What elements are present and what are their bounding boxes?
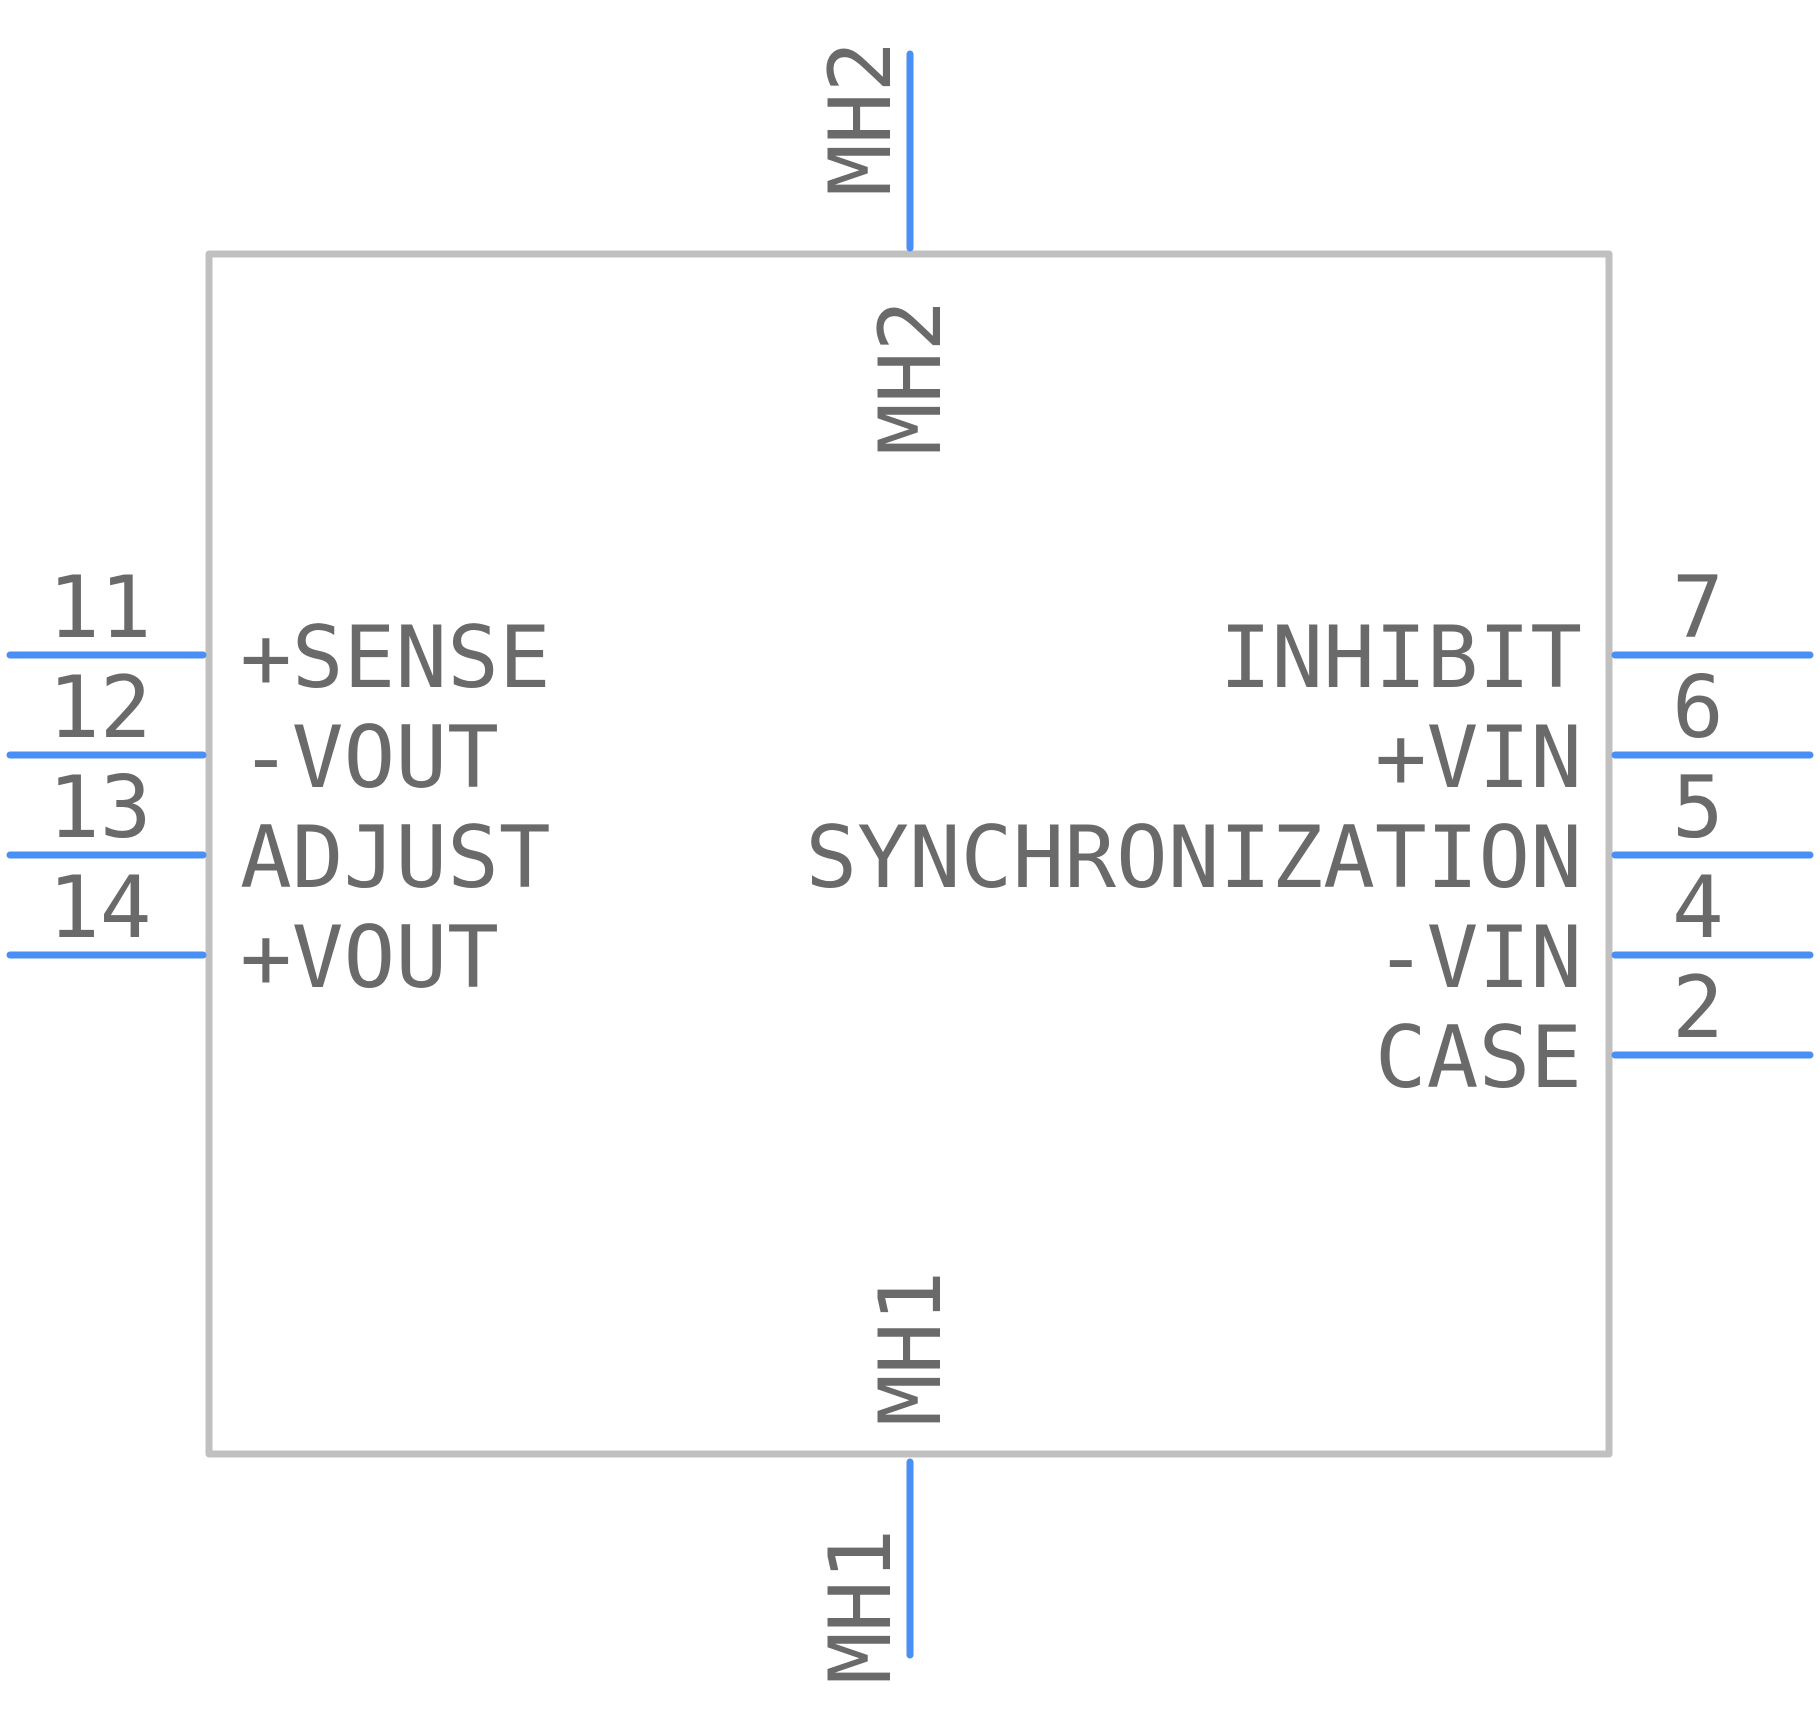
component-body (205, 250, 1613, 1458)
pin-name-inhibit: INHIBIT (1220, 608, 1582, 708)
pin-number-11: 11 (48, 558, 152, 658)
right-pin-group: 7 INHIBIT 6 +VIN 5 SYNCHRONIZATION 4 -VI… (805, 558, 1814, 1108)
pin-number-mh2: MH2 (811, 41, 911, 196)
pin-number-2: 2 (1672, 958, 1724, 1058)
left-pin-group: 11 +SENSE 12 -VOUT 13 ADJUST 14 +VOUT (6, 558, 551, 1008)
pin-number-12: 12 (48, 658, 152, 758)
pin-number-13: 13 (48, 758, 152, 858)
pin-name-vout-plus: +VOUT (240, 908, 499, 1008)
pin-name-case: CASE (1375, 1008, 1582, 1108)
pin-number-14: 14 (48, 858, 152, 958)
pin-number-6: 6 (1672, 658, 1724, 758)
pin-number-mh1: MH1 (811, 1529, 911, 1684)
pin-name-vin-minus: -VIN (1375, 908, 1582, 1008)
pin-name-vout-minus: -VOUT (240, 708, 499, 808)
pin-name-adjust: ADJUST (240, 808, 551, 908)
pin-name-mh2: MH2 (861, 300, 961, 455)
pin-name-synchronization: SYNCHRONIZATION (805, 808, 1582, 908)
pin-name-sense-plus: +SENSE (240, 608, 551, 708)
pin-number-7: 7 (1672, 558, 1724, 658)
pin-number-5: 5 (1672, 758, 1724, 858)
pin-number-4: 4 (1672, 858, 1724, 958)
pin-name-vin-plus: +VIN (1375, 708, 1582, 808)
pin-name-mh1: MH1 (861, 1271, 961, 1426)
